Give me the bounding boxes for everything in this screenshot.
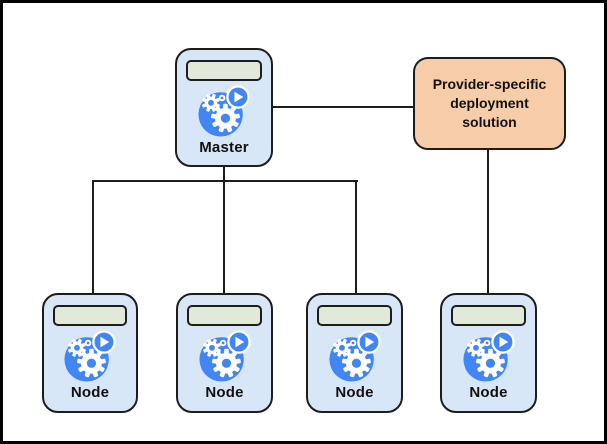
gears-play-icon <box>197 85 250 138</box>
node-label: Node <box>469 384 508 401</box>
node-label: Node <box>70 384 110 401</box>
node-label: Node <box>335 384 374 401</box>
screen-panel <box>451 305 526 326</box>
node-box-4: Node <box>440 293 537 413</box>
connector-bus-horizontal <box>92 180 358 182</box>
connector-master-provider <box>273 106 413 108</box>
node-box-3: Node <box>306 293 403 413</box>
screen-panel <box>317 305 392 326</box>
connector-master-to-node2 <box>223 167 225 293</box>
connector-provider-to-node4 <box>487 149 489 293</box>
master-label: Master <box>199 139 249 156</box>
node-label: Node <box>205 384 244 401</box>
master-box: Master <box>175 48 273 167</box>
connector-bus-to-node1 <box>92 181 94 293</box>
provider-deployment-box: Provider-specific deployment solution <box>413 57 566 150</box>
gears-play-icon <box>197 330 251 383</box>
provider-deployment-label: Provider-specific deployment solution <box>432 76 547 130</box>
screen-panel <box>187 305 262 326</box>
gears-play-icon <box>461 330 515 383</box>
connector-bus-to-node3 <box>355 181 357 293</box>
screen-panel <box>53 305 127 326</box>
gears-play-icon <box>327 330 381 383</box>
gears-play-icon <box>63 330 116 383</box>
diagram-canvas: Master Provider-specific deployment solu… <box>3 3 604 441</box>
node-box-1: Node <box>42 293 138 413</box>
screen-panel <box>186 60 262 81</box>
node-box-2: Node <box>176 293 273 413</box>
